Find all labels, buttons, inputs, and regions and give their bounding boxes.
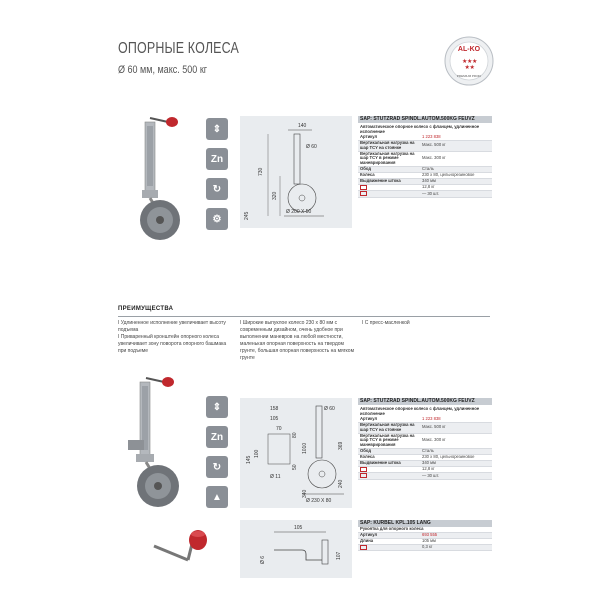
svg-text:Ø 60: Ø 60	[324, 406, 335, 412]
technical-drawing-1: 140 Ø 60 730 320 245 Ø 200 X 50	[240, 116, 352, 228]
jockey-wheel-image-2	[120, 372, 192, 512]
svg-text:Ø 11: Ø 11	[270, 474, 281, 480]
page-subtitle: Ø 60 мм, макс. 500 кг	[118, 64, 208, 76]
spec-row-weight: 12,8 кг	[358, 184, 492, 192]
package-icon	[360, 473, 367, 479]
height-adjust-icon: ⇕	[206, 396, 228, 418]
spec-row-pack: — 30 шт.	[358, 473, 492, 480]
height-adjust-icon: ⇕	[206, 118, 228, 140]
spec-row: Вертикальная нагрузка на шар TCY на стоя…	[358, 140, 492, 152]
svg-text:★: ★	[472, 58, 477, 65]
spec-header: SAP: STÜTZRAD SPINDL.AUTOM.500KG FEUVZ	[358, 398, 492, 405]
svg-text:70: 70	[276, 426, 282, 432]
svg-text:107: 107	[336, 551, 342, 560]
advantages-title: ПРЕИМУЩЕСТВА	[118, 306, 174, 312]
zinc-icon: Zn	[206, 426, 228, 448]
divider	[118, 316, 490, 317]
advantages-col-3: I С пресс-масленкой	[362, 320, 482, 327]
dim-60: Ø 60	[306, 144, 317, 150]
spec-row-weight: 12,8 кг	[358, 466, 492, 474]
spec-intro: Автоматическое опорное колесо с фланцем,…	[360, 124, 480, 134]
logo-tagline: PREMIUM PROFI	[457, 74, 481, 78]
spec-row-pack: — 30 шт.	[358, 191, 492, 198]
advantages-col-2: I Широкие выпуклое колесо 230 x 80 мм с …	[240, 320, 356, 362]
advantage-item: I Удлиненное исполнение увеличивает высо…	[118, 320, 226, 333]
spec-intro: Автоматическое опорное колесо с фланцем,…	[360, 406, 480, 416]
weight-icon	[360, 545, 367, 550]
svg-text:★: ★	[470, 64, 475, 71]
spec-row: Вертикальная нагрузка на шар TCY на стоя…	[358, 422, 492, 434]
svg-text:158: 158	[270, 406, 279, 412]
svg-text:100: 100	[254, 449, 260, 458]
swivel-icon: ↻	[206, 456, 228, 478]
page-title: ОПОРНЫЕ КОЛЕСА	[118, 40, 240, 57]
spec-header: SAP: STÜTZRAD SPINDL.AUTOM.500KG FEUVZ	[358, 116, 492, 123]
lubrication-icon: ▲	[206, 486, 228, 508]
advantage-item: I Приваренный кронштейн опорного колеса …	[118, 334, 227, 354]
svg-text:340: 340	[302, 489, 308, 498]
feature-icons-2: ⇕ Zn ↻ ▲	[206, 396, 228, 516]
spec-row: Рукоятка для опорного колеса	[358, 526, 492, 533]
svg-text:Ø 6: Ø 6	[260, 556, 266, 564]
svg-text:★: ★	[462, 58, 467, 65]
svg-text:Ø 230 X 80: Ø 230 X 80	[306, 498, 332, 504]
svg-text:105: 105	[270, 416, 279, 422]
spec-table-1: SAP: STÜTZRAD SPINDL.AUTOM.500KG FEUVZ А…	[358, 116, 492, 198]
technical-drawing-2: 158 105 70 Ø 11 145 100 80 50 Ø 60 1010 …	[240, 398, 352, 508]
package-icon	[360, 191, 367, 197]
weight-icon	[360, 466, 367, 472]
svg-text:80: 80	[292, 432, 298, 438]
dim-320: 320	[272, 191, 278, 200]
logo-brand: AL-KO	[458, 46, 481, 53]
svg-text:1010: 1010	[302, 443, 308, 454]
spec-row-weight: 0,3 кг	[358, 544, 492, 552]
advantage-item: I С пресс-масленкой	[362, 320, 410, 326]
spec-row: Вертикальная нагрузка на шар TCY в режим…	[358, 151, 492, 167]
support-load-icon: ⚙	[206, 208, 228, 230]
svg-text:240: 240	[338, 479, 344, 488]
spec-table-3: SAP: KURBEL KPL.105 LANG Рукоятка для оп…	[358, 520, 492, 552]
dim-245: 245	[244, 211, 250, 220]
dim-200: Ø 200 X 50	[286, 209, 312, 215]
svg-text:369: 369	[338, 441, 344, 450]
feature-icons-1: ⇕ Zn ↻ ⚙	[206, 118, 228, 238]
alko-logo: AL-KO ★ ★ ★ ★ ★ PREMIUM PROFI	[444, 36, 494, 86]
spec-header: SAP: KURBEL KPL.105 LANG	[358, 520, 492, 527]
technical-drawing-3: 105 Ø 6 107	[240, 520, 352, 578]
spec-table-2: SAP: STÜTZRAD SPINDL.AUTOM.500KG FEUVZ А…	[358, 398, 492, 480]
svg-text:★: ★	[467, 58, 472, 65]
dim-730: 730	[258, 167, 264, 176]
advantages-col-1: I Удлиненное исполнение увеличивает высо…	[118, 320, 234, 355]
crank-handle-image	[148, 524, 214, 574]
svg-text:145: 145	[246, 455, 252, 464]
swivel-icon: ↻	[206, 178, 228, 200]
spec-row: Вертикальная нагрузка на шар TCY в режим…	[358, 433, 492, 449]
weight-icon	[360, 184, 367, 190]
zinc-icon: Zn	[206, 148, 228, 170]
jockey-wheel-image-1	[128, 108, 190, 248]
svg-text:105: 105	[294, 525, 303, 531]
advantage-item: I Широкие выпуклое колесо 230 x 80 мм с …	[240, 320, 355, 361]
svg-text:★: ★	[465, 64, 470, 71]
svg-text:50: 50	[292, 464, 298, 470]
dim-140: 140	[298, 123, 307, 129]
